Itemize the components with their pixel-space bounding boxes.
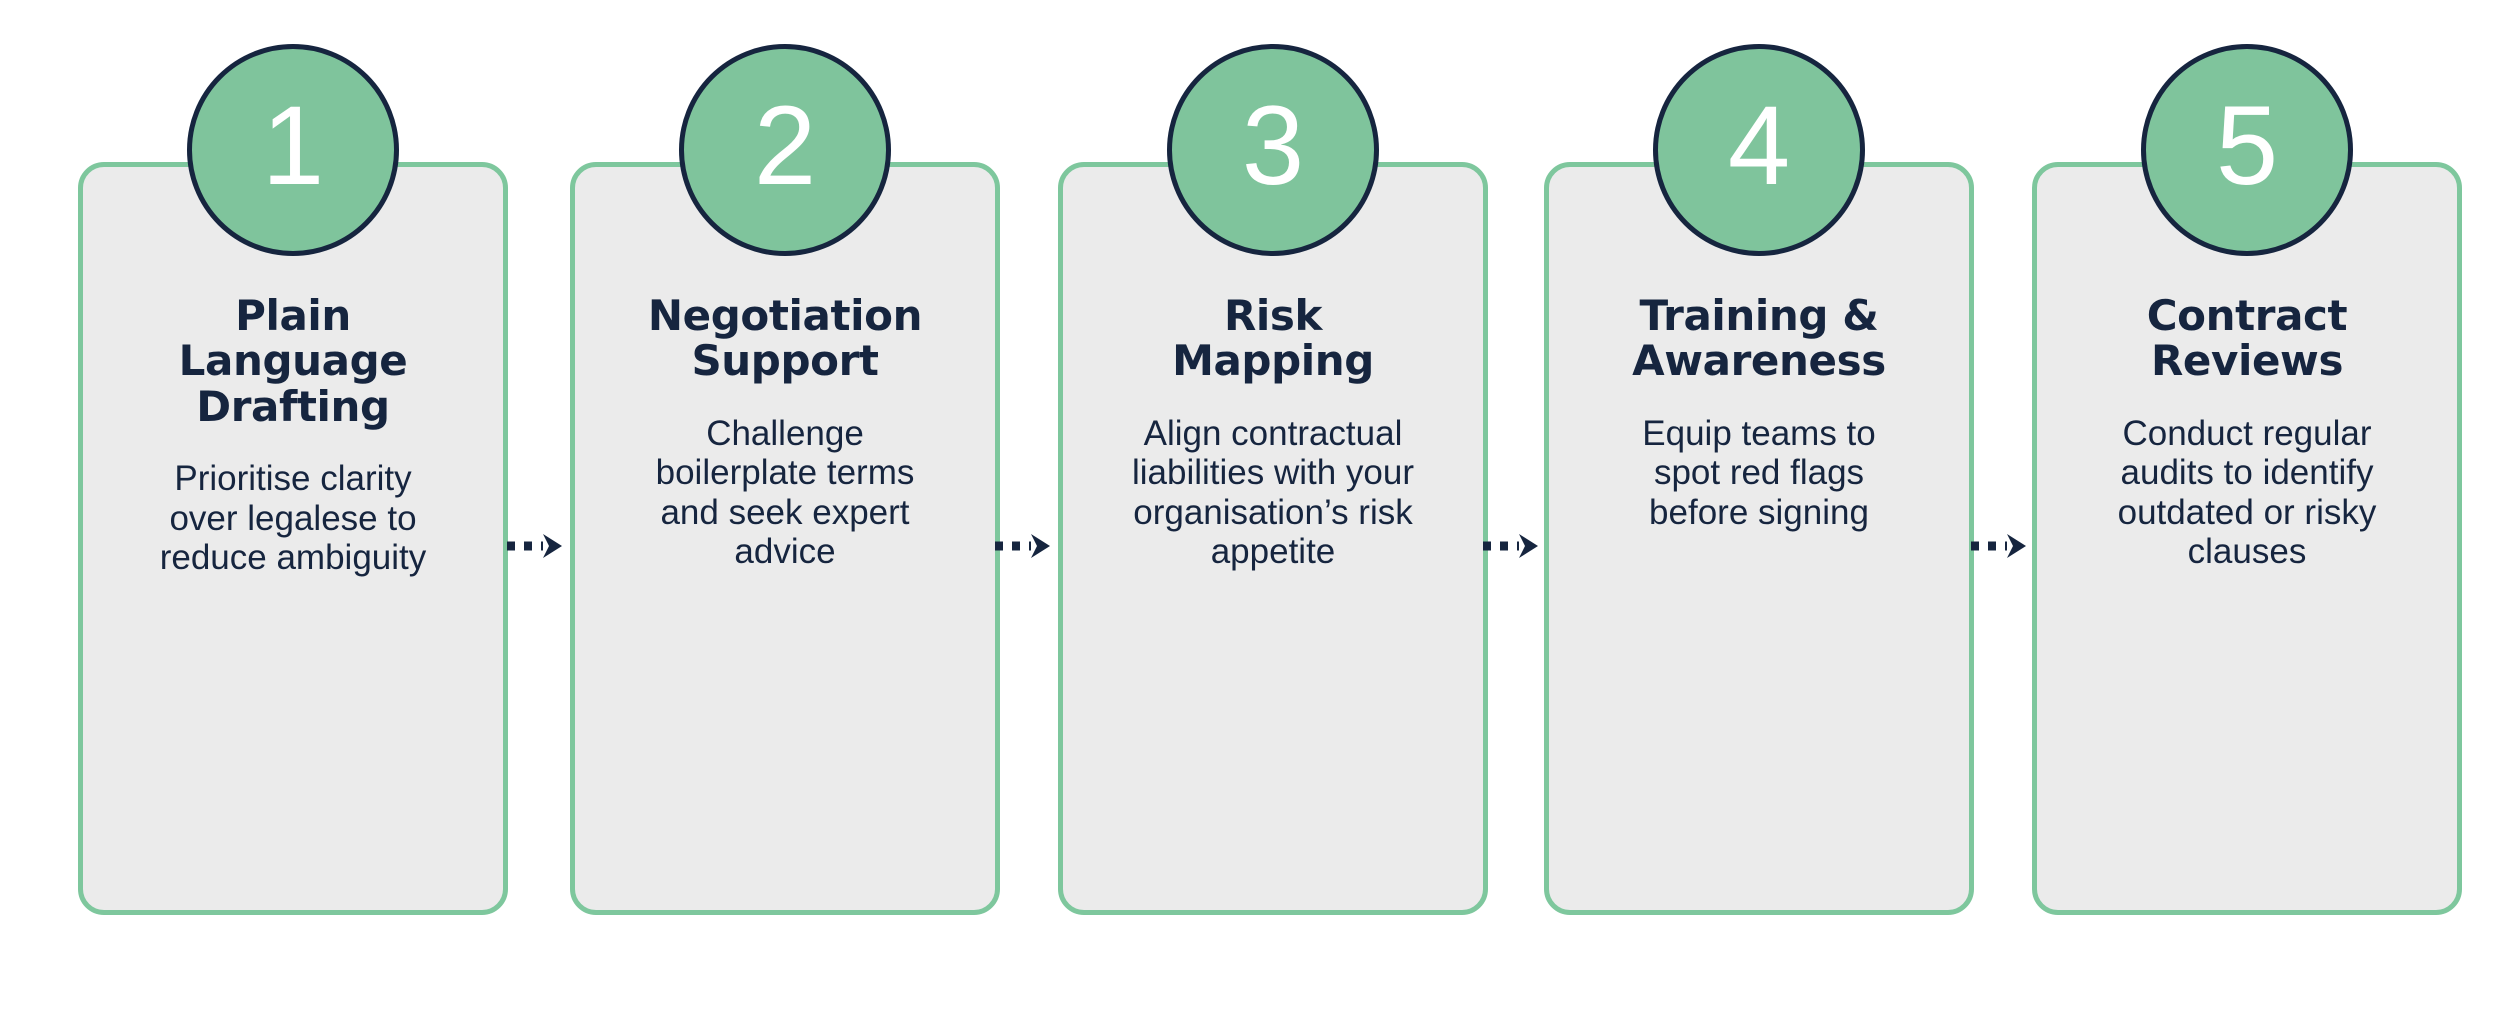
dotted-arrow-right-icon (995, 534, 1050, 558)
step-title-5: Contract Reviews (2146, 291, 2348, 386)
step-number-4: 4 (1727, 83, 1791, 208)
step-card-3[interactable]: Risk Mapping Align contractual liabiliti… (1058, 162, 1488, 915)
step-title-1: Plain Language Drafting (178, 291, 408, 431)
step-badge-3[interactable]: 3 (1167, 44, 1379, 256)
step-number-1: 1 (261, 83, 325, 208)
connector-4-to-5 (1969, 528, 2031, 564)
step-card-2[interactable]: Negotiation Support Challenge boilerplat… (570, 162, 1000, 915)
step-title-2: Negotiation Support (647, 291, 923, 386)
step-title-3: Risk Mapping (1172, 291, 1374, 386)
step-badge-1[interactable]: 1 (187, 44, 399, 256)
step-badge-2[interactable]: 2 (679, 44, 891, 256)
step-number-2: 2 (753, 83, 817, 208)
step-number-3: 3 (1241, 83, 1305, 208)
dotted-arrow-right-icon (507, 534, 562, 558)
step-body-2: Challenge boilerplate terms and seek exp… (655, 413, 915, 572)
dotted-arrow-right-icon (1971, 534, 2026, 558)
step-body-1: Prioritise clarity over legalese to redu… (159, 459, 427, 578)
step-body-5: Conduct regular audits to identify outda… (2117, 413, 2377, 572)
step-body-4: Equip teams to spot red flags before sig… (1642, 413, 1876, 532)
connector-1-to-2 (505, 528, 567, 564)
step-body-3: Align contractual liabilities with your … (1131, 413, 1415, 572)
connector-3-to-4 (1481, 528, 1543, 564)
step-card-1[interactable]: Plain Language Drafting Prioritise clari… (78, 162, 508, 915)
step-badge-5[interactable]: 5 (2141, 44, 2353, 256)
step-card-4[interactable]: Training & Awareness Equip teams to spot… (1544, 162, 1974, 915)
dotted-arrow-right-icon (1483, 534, 1538, 558)
step-title-4: Training & Awareness (1632, 291, 1886, 386)
step-number-5: 5 (2215, 83, 2279, 208)
step-card-5[interactable]: Contract Reviews Conduct regular audits … (2032, 162, 2462, 915)
step-badge-4[interactable]: 4 (1653, 44, 1865, 256)
connector-2-to-3 (993, 528, 1055, 564)
